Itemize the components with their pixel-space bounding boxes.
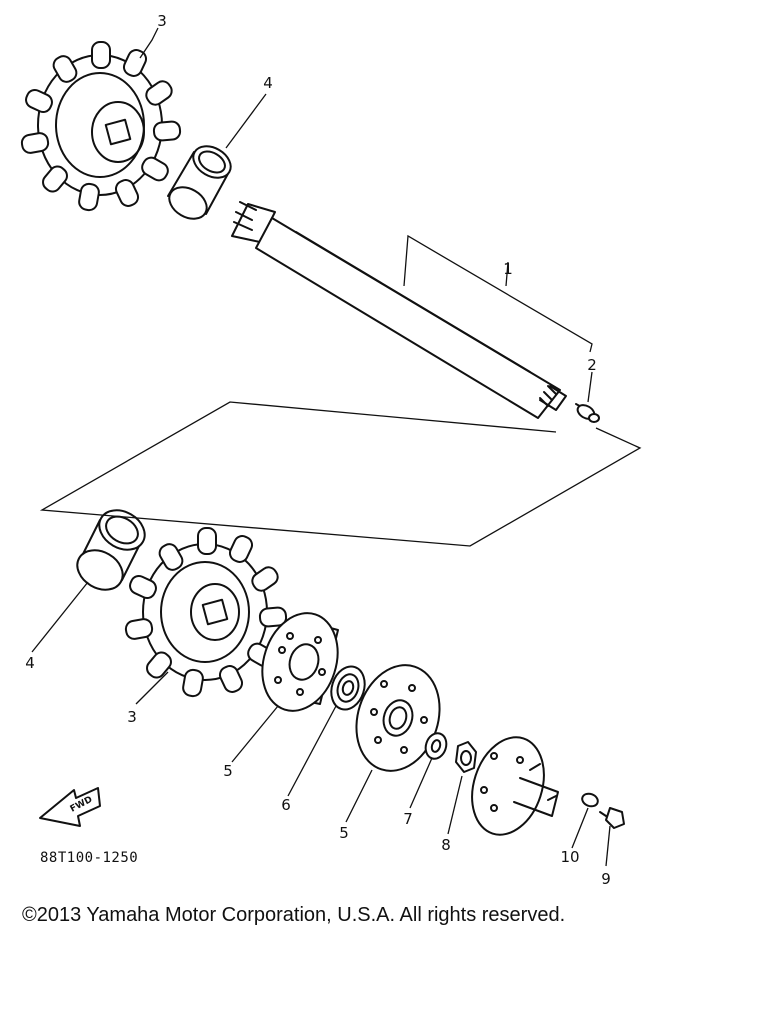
leader-9 bbox=[605, 825, 611, 867]
leader-5-right bbox=[345, 769, 373, 823]
leader-8 bbox=[447, 775, 463, 835]
bracket-part-1 bbox=[403, 234, 593, 353]
leader-7 bbox=[409, 757, 433, 809]
callout-9: 9 bbox=[601, 870, 611, 888]
sprocket-bottom bbox=[124, 527, 288, 698]
callout-4-bottom: 4 bbox=[25, 654, 35, 672]
callout-6: 6 bbox=[281, 796, 291, 814]
callout-3-top: 3 bbox=[157, 12, 167, 30]
diagram-code: 88T100-1250 bbox=[40, 850, 138, 866]
leader-6 bbox=[287, 705, 337, 797]
leader-1 bbox=[505, 261, 509, 287]
bearing-plate-left bbox=[261, 612, 339, 712]
drive-shaft bbox=[231, 201, 567, 419]
leader-10 bbox=[571, 807, 589, 849]
callout-3-bottom: 3 bbox=[127, 708, 137, 726]
callout-1: 1 bbox=[503, 260, 513, 278]
leader-3-top bbox=[139, 27, 159, 59]
callout-10: 10 bbox=[560, 848, 579, 866]
bushing-bottom bbox=[76, 509, 146, 591]
bearing-plate-right bbox=[355, 664, 441, 772]
pin bbox=[575, 403, 600, 423]
copyright-notice: ©2013 Yamaha Motor Corporation, U.S.A. A… bbox=[22, 904, 566, 926]
nut bbox=[455, 741, 477, 773]
forward-arrow-icon bbox=[39, 787, 101, 827]
callout-7: 7 bbox=[403, 810, 413, 828]
hub-flange bbox=[471, 736, 559, 836]
bolt bbox=[599, 807, 625, 829]
callout-5-left: 5 bbox=[223, 762, 233, 780]
leader-4-bottom bbox=[31, 581, 89, 653]
sprocket-top bbox=[20, 41, 182, 212]
callout-2: 2 bbox=[587, 356, 597, 374]
leader-5-left bbox=[231, 705, 279, 763]
leader-2 bbox=[587, 371, 593, 403]
callout-5-right: 5 bbox=[339, 824, 349, 842]
shaft-shared-guide bbox=[39, 401, 642, 547]
bearing bbox=[330, 665, 366, 711]
sprocket-bottom-teeth bbox=[124, 527, 288, 698]
callout-8: 8 bbox=[441, 836, 451, 854]
bushing-top bbox=[167, 145, 232, 220]
sprocket-top-teeth bbox=[20, 41, 182, 212]
leader-3-bottom bbox=[135, 671, 169, 705]
small-washer bbox=[581, 792, 599, 808]
callout-4-top: 4 bbox=[263, 74, 273, 92]
leader-4-top bbox=[225, 93, 267, 149]
